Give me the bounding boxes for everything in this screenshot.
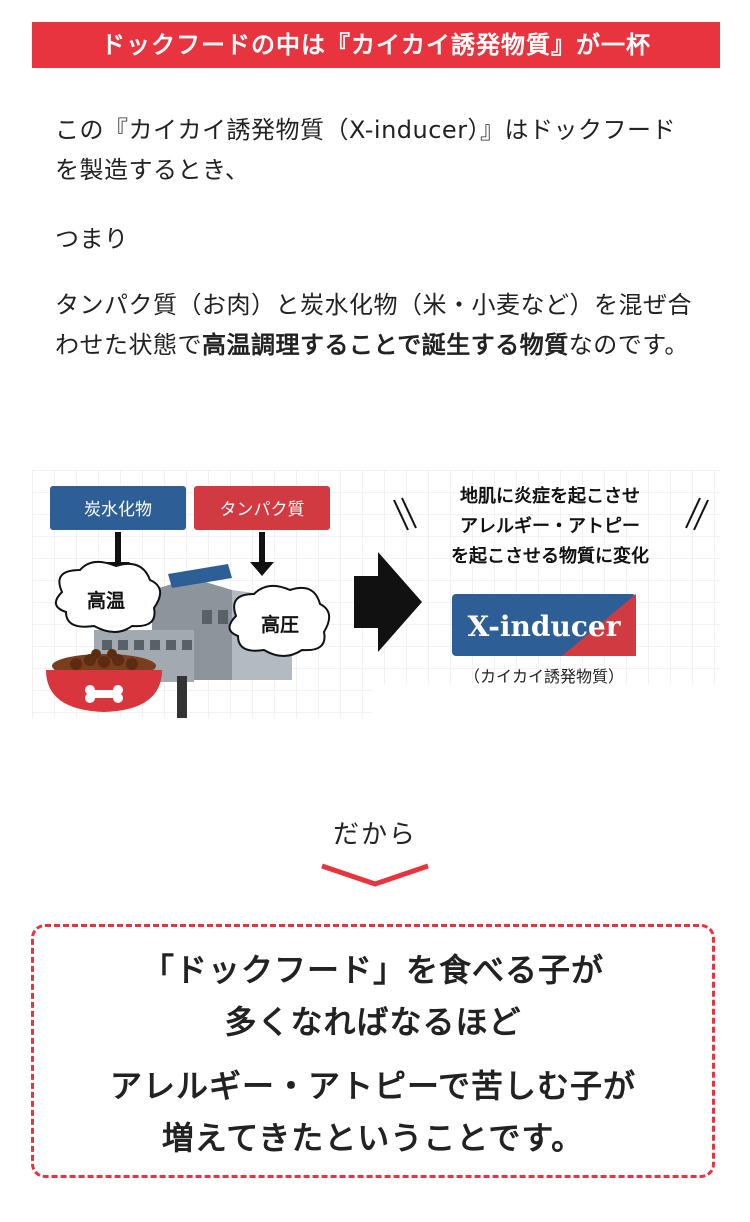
intro-emphasis: 高温調理することで誕生する物質 [202,331,569,359]
protein-label: タンパク質 [220,500,305,520]
protein-box [194,486,330,530]
high-pressure-label: 高圧 [261,613,299,636]
high-pressure-bubble: 高圧 [228,584,331,657]
conclusion-line-1: 「ドックフード」を食べる子が [141,951,604,989]
dog-bowl-icon [46,649,162,712]
down-arrow-protein [250,532,274,576]
x-inducer-label: X-inducer [468,610,622,643]
intro-paragraph-2: つまり [55,225,129,253]
section-header: ドックフードの中は『カイカイ誘発物質』が一杯 [32,22,720,68]
result-line-2: アレルギー・アトピー [460,516,640,537]
chevron-down-icon [321,863,429,887]
high-temp-bubble: 高温 [55,560,161,633]
intro-paragraph-1: この『カイカイ誘発物質（X-inducer）』はドックフードを製造するとき、 [55,116,677,184]
carb-box [50,486,186,530]
conclusion-line-2: 多くなればなるほど [224,1003,522,1041]
result-line-3: を起こさせる物質に変化 [451,545,649,567]
process-diagram: 炭水化物 タンパク質 高温 高圧 [32,470,720,718]
carb-label: 炭水化物 [84,500,152,520]
high-temp-label: 高温 [87,589,125,612]
conclusion-line-4: 増えてきたということです。 [161,1119,585,1157]
result-line-1: 地肌に炎症を起こさせ [460,485,640,507]
right-arrow-icon [354,552,422,652]
emphasis-marks [393,497,709,531]
x-inducer-badge: X-inducer [452,594,636,656]
intro-text: タンパク質（お肉）と炭水化物（米・小麦など）を混ぜ合わせた状態で [55,291,692,359]
intro-paragraph-3: タンパク質（お肉）と炭水化物（米・小麦など）を混ぜ合わせた状態で高温調理すること… [55,285,695,365]
x-inducer-sublabel: （カイカイ誘発物質） [464,667,624,686]
intro-text-end: なのです。 [568,331,689,359]
transition-text: だから [332,820,417,850]
conclusion-line-3: アレルギー・アトピーで苦しむ子が [109,1067,637,1105]
conclusion-box: 「ドックフード」を食べる子が 多くなればなるほど アレルギー・アトピーで苦しむ子… [31,924,715,1178]
